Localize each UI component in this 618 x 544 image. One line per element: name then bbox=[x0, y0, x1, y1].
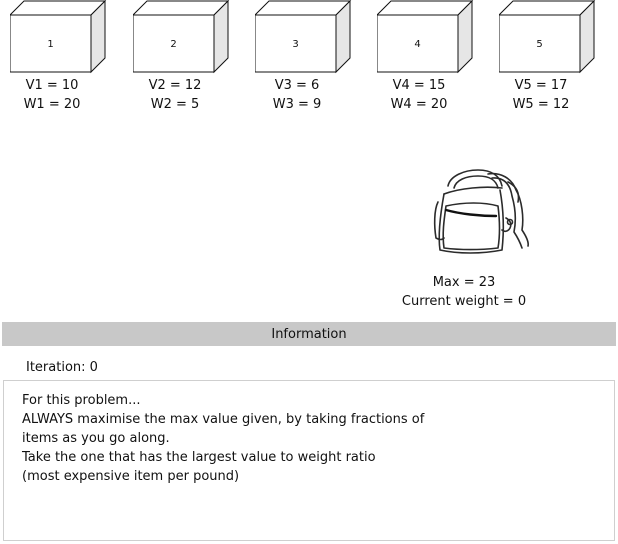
message-box: For this problem... ALWAYS maximise the … bbox=[3, 380, 615, 541]
item-2[interactable]: 2 V2 = 12 W2 = 5 bbox=[133, 0, 241, 120]
item-weight: W1 = 20 bbox=[23, 97, 81, 112]
message-line: (most expensive item per pound) bbox=[22, 469, 240, 484]
message-line: For this problem... bbox=[22, 393, 141, 408]
item-value: V1 = 10 bbox=[25, 78, 79, 93]
item-value: V2 = 12 bbox=[148, 78, 202, 93]
item-1[interactable]: 1 V1 = 10 W1 = 20 bbox=[10, 0, 118, 120]
item-number: 5 bbox=[536, 38, 543, 50]
item-4[interactable]: 4 V4 = 15 W4 = 20 bbox=[377, 0, 485, 120]
message-line: items as you go along. bbox=[22, 431, 170, 446]
box-icon bbox=[133, 0, 230, 74]
information-header: Information bbox=[2, 322, 616, 346]
item-number: 3 bbox=[292, 38, 299, 50]
item-weight: W5 = 12 bbox=[512, 97, 570, 112]
item-number: 1 bbox=[47, 38, 54, 50]
item-value: V3 = 6 bbox=[274, 78, 320, 93]
box-icon bbox=[499, 0, 596, 74]
item-number: 2 bbox=[170, 38, 177, 50]
item-weight: W4 = 20 bbox=[390, 97, 448, 112]
item-value: V5 = 17 bbox=[514, 78, 568, 93]
message-line: Take the one that has the largest value … bbox=[22, 450, 376, 465]
message-line: ALWAYS maximise the max value given, by … bbox=[22, 412, 425, 427]
information-title: Information bbox=[271, 326, 347, 342]
box-icon bbox=[377, 0, 474, 74]
backpack-icon bbox=[433, 169, 529, 254]
item-number: 4 bbox=[414, 38, 421, 50]
item-value: V4 = 15 bbox=[392, 78, 446, 93]
current-weight-label: Current weight = 0 bbox=[401, 294, 527, 309]
max-capacity-label: Max = 23 bbox=[432, 275, 496, 290]
item-3[interactable]: 3 V3 = 6 W3 = 9 bbox=[255, 0, 363, 120]
iteration-counter: Iteration: 0 bbox=[26, 360, 98, 375]
item-weight: W3 = 9 bbox=[272, 97, 322, 112]
item-weight: W2 = 5 bbox=[150, 97, 200, 112]
item-5[interactable]: 5 V5 = 17 W5 = 12 bbox=[499, 0, 607, 120]
knapsack[interactable] bbox=[430, 166, 534, 262]
box-icon bbox=[255, 0, 352, 74]
box-icon bbox=[10, 0, 107, 74]
